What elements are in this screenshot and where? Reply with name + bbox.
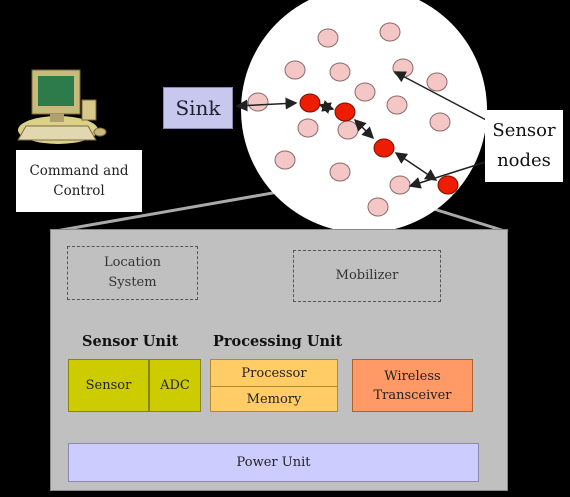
active-node <box>299 93 321 113</box>
wireless-line2: Transceiver <box>373 387 452 403</box>
sensor-node <box>329 62 351 82</box>
sensor-node <box>337 120 359 140</box>
sensor-node <box>247 92 269 112</box>
route-arrow <box>353 118 375 140</box>
route-arrow <box>394 152 438 181</box>
command-control-label: Command and Control <box>16 150 142 212</box>
power-label: Power Unit <box>236 455 311 470</box>
mobilizer-label: Mobilizer <box>335 268 399 283</box>
sensor-node <box>317 28 339 48</box>
route-arrow <box>318 100 335 114</box>
location-system-box: Location System <box>67 246 198 300</box>
mobilizer-box: Mobilizer <box>293 250 441 302</box>
processor-box: Processor <box>210 359 338 386</box>
sensor-node <box>379 22 401 42</box>
sensor-node <box>426 72 448 92</box>
sensor-nodes-line1: Sensor <box>492 120 556 141</box>
sensor-node <box>329 162 351 182</box>
processing-unit-label: Processing Unit <box>213 333 343 350</box>
memory-label: Memory <box>246 391 302 407</box>
active-node <box>373 138 395 158</box>
memory-box: Memory <box>210 386 338 412</box>
computer-icon <box>17 69 107 144</box>
wireless-transceiver-box: Wireless Transceiver <box>352 359 473 412</box>
sink-label: Sink <box>175 96 221 120</box>
sink-link-arrow <box>235 97 298 112</box>
sensor-node <box>274 150 296 170</box>
location-line2: System <box>108 275 157 290</box>
adc-box: ADC <box>149 359 201 412</box>
sensor-node <box>429 112 451 132</box>
sink-box: Sink <box>163 87 233 129</box>
power-unit-box: Power Unit <box>68 443 479 482</box>
command-line1: Command and <box>29 163 129 179</box>
sensor-node <box>284 60 306 80</box>
sensor-nodes-label: Sensor nodes <box>485 110 563 182</box>
sensor-unit-label: Sensor Unit <box>82 333 179 350</box>
sensor-box: Sensor <box>68 359 149 412</box>
command-line2: Control <box>53 183 105 199</box>
adc-label: ADC <box>160 378 190 393</box>
processor-label: Processor <box>241 365 307 381</box>
sensor-node <box>367 197 389 217</box>
location-line1: Location <box>103 255 162 270</box>
active-nodes <box>299 93 459 195</box>
sensor-node <box>354 82 376 102</box>
label-pointer-arrow <box>393 71 491 123</box>
label-pointer-arrow <box>408 159 493 189</box>
sensor-node <box>297 118 319 138</box>
sensor-node <box>392 58 414 78</box>
idle-nodes <box>247 22 451 217</box>
sensor-node <box>386 95 408 115</box>
active-node <box>437 175 459 195</box>
active-node <box>334 102 356 122</box>
sensor-nodes-line2: nodes <box>497 150 551 171</box>
sensor-label: Sensor <box>85 378 132 393</box>
sensor-node <box>389 175 411 195</box>
wireless-line1: Wireless <box>384 368 441 384</box>
